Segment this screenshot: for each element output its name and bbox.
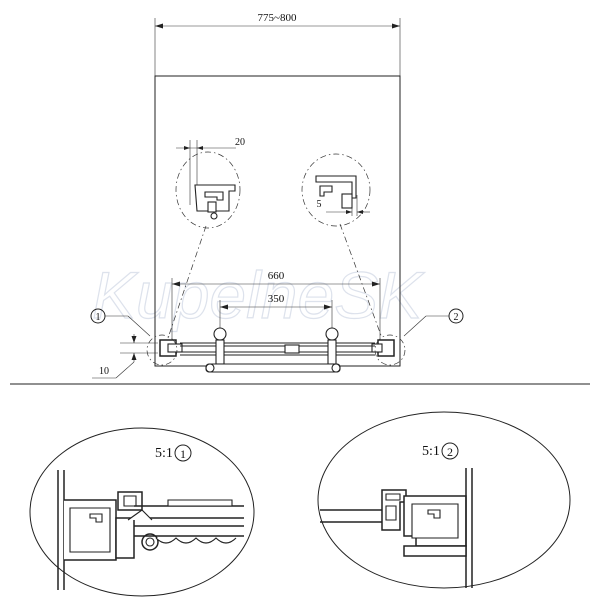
handle-spacing-dimension: 350 — [219, 293, 333, 332]
detail-bubble-left: 20 — [175, 137, 245, 229]
leader-left — [167, 225, 207, 339]
handle-knob-left — [213, 327, 227, 341]
detail-view-1: 5:1 1 — [29, 427, 255, 597]
detail-2-scale: 5:1 — [422, 444, 440, 459]
detail-circle-1 — [146, 334, 178, 366]
gap-left-label: 20 — [235, 137, 245, 148]
door-width-dimension: 660 — [171, 270, 381, 340]
door-width-label: 660 — [268, 270, 285, 282]
detail-1-scale: 5:1 — [155, 446, 173, 461]
detail-view-2: 5:1 2 — [317, 411, 571, 589]
callout-2-label: 2 — [454, 312, 459, 323]
handle-bar — [205, 363, 341, 373]
detail-bubble-right: 5 — [301, 153, 371, 227]
floor-clearance-dimension: 10 — [92, 334, 158, 379]
detail-1-marker: 1 — [180, 447, 186, 461]
handle-knob-right — [325, 327, 339, 341]
callout-1-label: 1 — [96, 312, 101, 323]
handle-spacing-label: 350 — [268, 293, 285, 305]
door-assembly — [159, 327, 395, 373]
callout-1: 1 — [90, 308, 151, 337]
watermark-text: KupelneSK — [92, 258, 425, 332]
callout-2: 2 — [403, 308, 464, 337]
gap-right-label: 5 — [317, 199, 322, 210]
floor-clearance-label: 10 — [99, 366, 109, 377]
overall-width-label: 775~800 — [258, 12, 297, 24]
detail-2-marker: 2 — [447, 445, 453, 459]
overall-width-dimension: 775~800 — [154, 12, 401, 76]
detail-circle-2 — [374, 334, 406, 366]
center-latch — [284, 344, 300, 354]
